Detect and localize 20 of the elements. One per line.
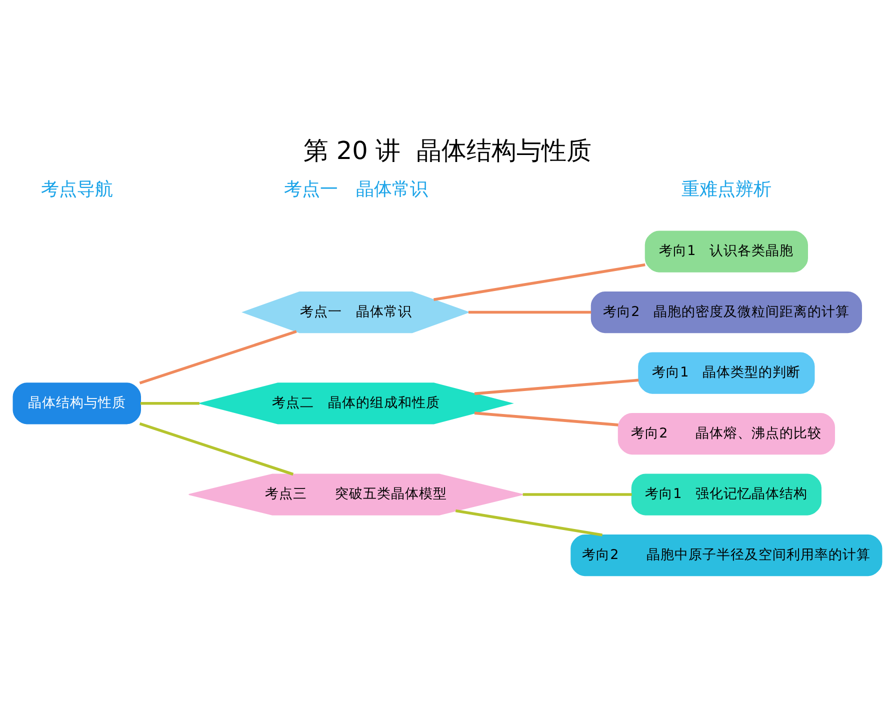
node-box: 考向2 晶体熔、沸点的比较 <box>618 412 835 455</box>
connector <box>468 310 592 314</box>
label: 重难点辨析 <box>681 179 772 200</box>
connector <box>474 378 639 396</box>
node-box: 考向2 晶胞的密度及微粒间距离的计算 <box>590 291 862 334</box>
node-box: 考向1 认识各类晶胞 <box>644 230 808 272</box>
connector <box>455 509 602 536</box>
node-box: 晶体结构与性质 <box>12 382 141 424</box>
connector <box>433 263 646 301</box>
label: 考点导航 <box>40 179 113 200</box>
node-box: 考向1 晶体类型的判断 <box>638 352 815 394</box>
diagram-title: 第 20 讲 晶体结构与性质 <box>304 136 592 165</box>
connector <box>139 422 294 476</box>
label: 考点一 晶体常识 <box>284 179 428 200</box>
connector <box>139 330 297 384</box>
node-box: 考向1 强化记忆晶体结构 <box>631 474 822 516</box>
connector <box>522 493 632 496</box>
connector <box>474 412 618 426</box>
connector <box>140 402 200 405</box>
node-box: 考向2 晶胞中原子半径及空间利用率的计算 <box>570 534 882 576</box>
